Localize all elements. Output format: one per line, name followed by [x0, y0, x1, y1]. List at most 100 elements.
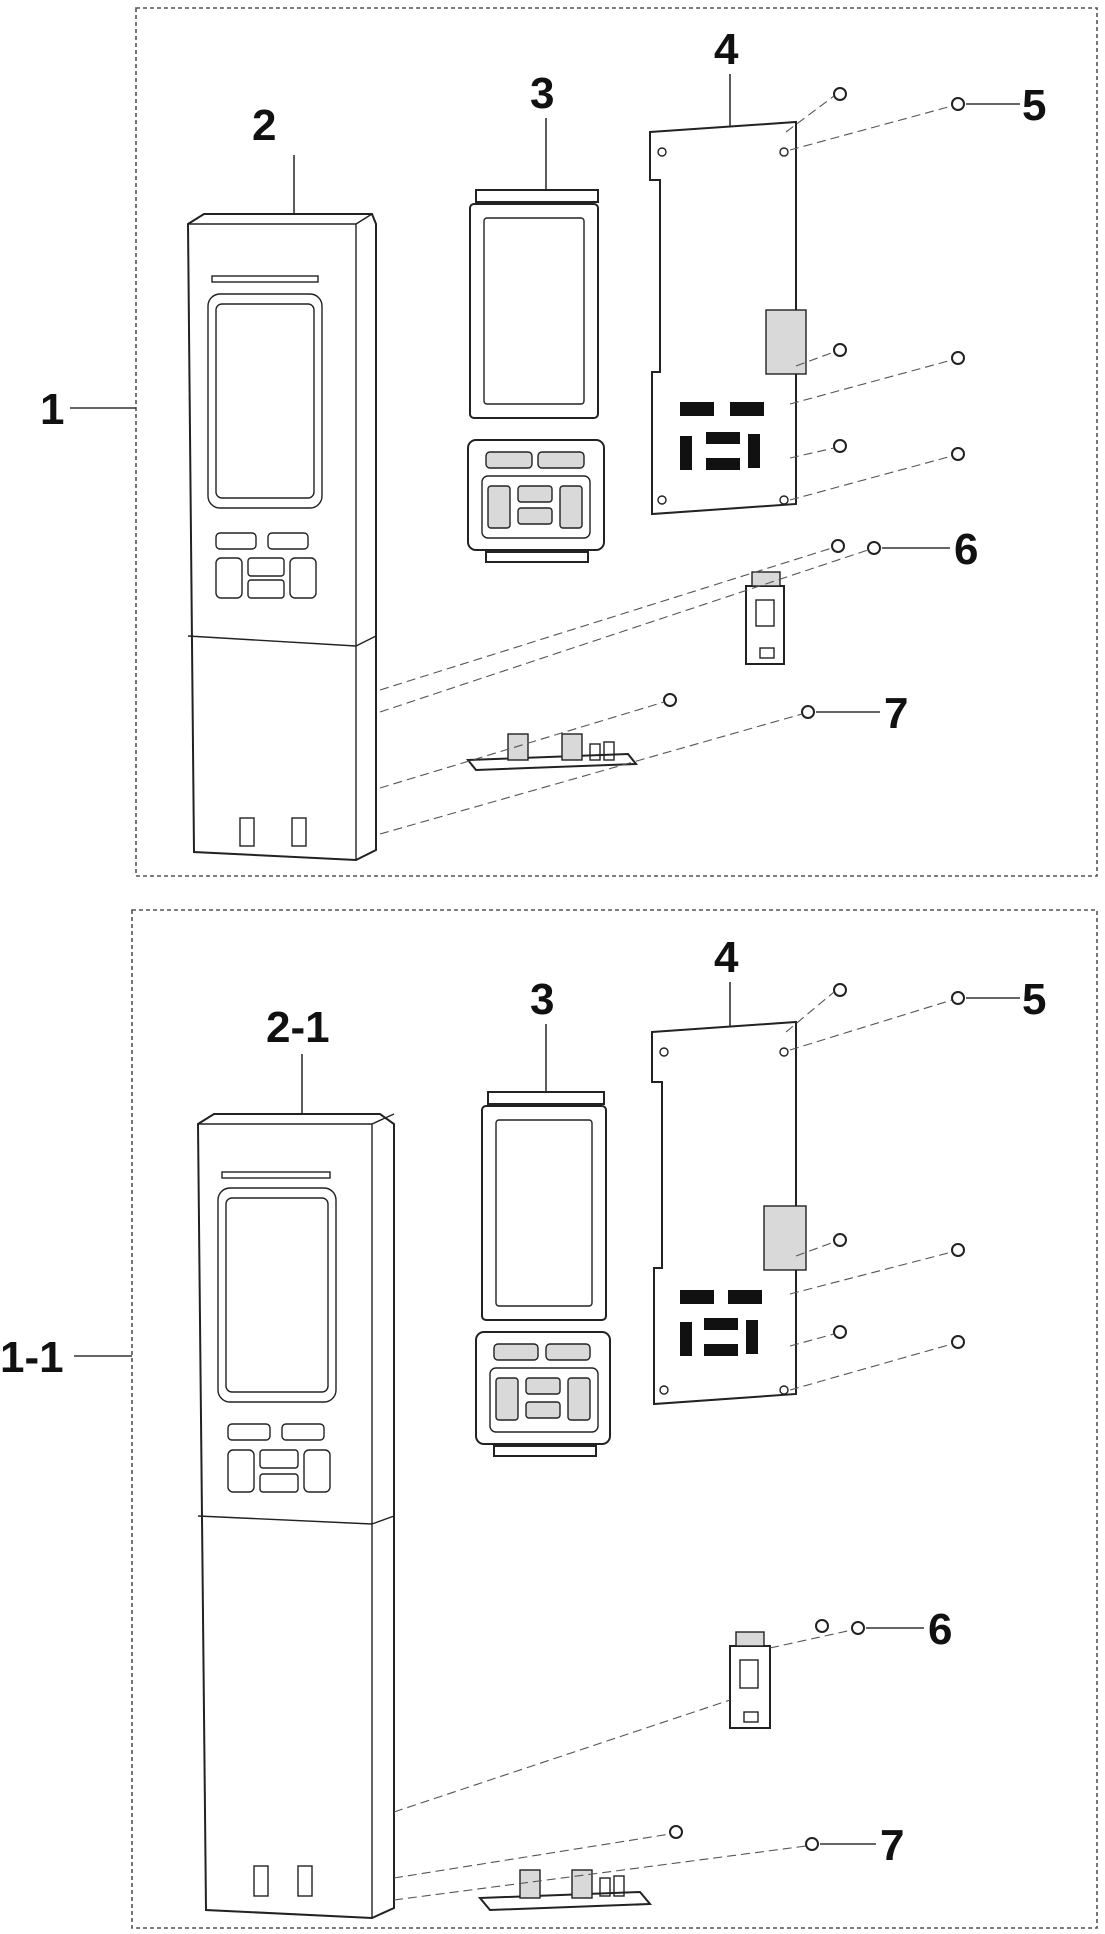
front-panel-key: [227, 1423, 271, 1441]
main-pcb-hole: [657, 147, 667, 157]
front-panel-seam-side: [371, 1515, 395, 1525]
keypad-button: [485, 451, 533, 469]
screw-small-label: 6: [928, 1605, 952, 1654]
front-panel-key: [259, 1449, 299, 1469]
front-panel-key: [215, 557, 243, 599]
front-panel-key: [227, 1449, 255, 1493]
main-pcb-hole: [779, 1047, 789, 1057]
screw: [867, 541, 881, 555]
keypad-dpad: [489, 1367, 599, 1433]
front-panel-key: [259, 1473, 299, 1493]
main-pcb-chip: [680, 402, 714, 416]
keypad-dpad: [481, 475, 591, 539]
display-lcd-screen: [483, 217, 585, 405]
keypad-left: [495, 1377, 519, 1421]
display-bracket: [487, 1091, 605, 1105]
assembly-path: [379, 549, 869, 713]
keypad-bracket: [493, 1445, 597, 1457]
screw: [805, 1837, 819, 1851]
main-pcb-chip: [680, 436, 692, 470]
keypad-right: [559, 485, 583, 529]
front-panel-port: [253, 1865, 269, 1897]
main-pcb-chip: [704, 1344, 738, 1356]
keypad-button: [545, 1343, 591, 1361]
screw-bottom-label: 7: [880, 1821, 904, 1870]
front-panel-key: [247, 579, 285, 599]
assembly-path: [789, 1343, 953, 1391]
main-pcb-chip: [680, 1322, 692, 1356]
bottom-board-pcb: [465, 752, 639, 772]
main-pcb-chip: [748, 434, 760, 468]
bottom-board: 7: [393, 1821, 904, 1912]
main-pcb-chip: [730, 402, 764, 416]
front-panel-key: [281, 1423, 325, 1441]
front-panel-key: [289, 557, 317, 599]
front-panel-port: [297, 1865, 313, 1897]
front-panel-key: [303, 1449, 331, 1493]
bottom-board-cap: [589, 743, 601, 761]
screw-main-label: 5: [1022, 975, 1046, 1024]
small-board-relay: [739, 1659, 759, 1689]
display-assembly: 3: [475, 975, 611, 1457]
front-panel-body: [196, 1113, 395, 1920]
front-panel-window: [207, 293, 323, 509]
main-pcb-label: 4: [714, 933, 739, 982]
main-pcb-connector: [763, 1205, 807, 1271]
display-assembly: 3: [467, 69, 605, 563]
main-pcb-chip: [706, 458, 740, 470]
main-pcb-connector: [765, 309, 807, 375]
keypad-down: [525, 1401, 561, 1419]
screw: [833, 983, 847, 997]
keypad-down: [517, 507, 553, 525]
assembly-path: [789, 447, 835, 459]
front-panel-seam-side: [355, 635, 377, 647]
bottom-board-connector: [561, 733, 583, 761]
screw: [815, 1619, 829, 1633]
display-label: 3: [530, 69, 554, 118]
keypad-button: [537, 451, 585, 469]
bottom-board-cap: [599, 1877, 611, 1897]
screw-main-label: 5: [1022, 81, 1046, 130]
front-panel: 2-1: [196, 1003, 395, 1920]
assembly-path: [769, 1629, 853, 1649]
display-lcd-screen: [495, 1119, 593, 1307]
assembly-top: 1 2 3: [40, 7, 1098, 877]
main-pcb-board: [651, 1020, 797, 1406]
screw-small-label: 6: [954, 525, 978, 574]
display-label: 3: [530, 975, 554, 1024]
assembly-path: [785, 95, 835, 133]
main-pcb-hole: [779, 147, 789, 157]
bottom-board-connector: [519, 1869, 541, 1899]
front-panel-window: [217, 1187, 337, 1403]
assembly-label: 1: [40, 385, 64, 434]
assembly-path: [789, 105, 953, 151]
bottom-board: 7: [379, 689, 908, 835]
front-panel-seam: [197, 1515, 373, 1525]
assembly-path: [785, 991, 835, 1033]
front-panel-window-inner: [215, 303, 315, 499]
bottom-board-cap: [613, 1875, 625, 1897]
main-pcb: 4: [651, 933, 807, 1406]
assembly-label: 1-1: [0, 1333, 64, 1382]
front-panel-label: 2-1: [266, 1003, 330, 1052]
main-pcb-chip: [728, 1290, 762, 1304]
assembly-path: [789, 455, 953, 501]
front-panel-key: [215, 532, 257, 550]
keypad-right: [567, 1377, 591, 1421]
keypad-bracket: [485, 551, 589, 563]
screw: [669, 1825, 683, 1839]
small-board-relay: [755, 599, 775, 627]
main-screws: 5: [785, 975, 1046, 1391]
assembly-path: [789, 999, 953, 1051]
small-board-part: [759, 647, 775, 659]
assembly-path: [789, 1251, 953, 1295]
small-board: 6: [379, 525, 978, 713]
screw: [851, 1621, 865, 1635]
small-board-body: [729, 1645, 771, 1729]
assembly-path: [379, 713, 803, 835]
main-pcb: 4: [649, 25, 807, 516]
screw: [951, 1243, 965, 1257]
main-pcb-chip: [746, 1320, 758, 1354]
keypad-button: [493, 1343, 539, 1361]
assembly-path: [795, 351, 835, 367]
